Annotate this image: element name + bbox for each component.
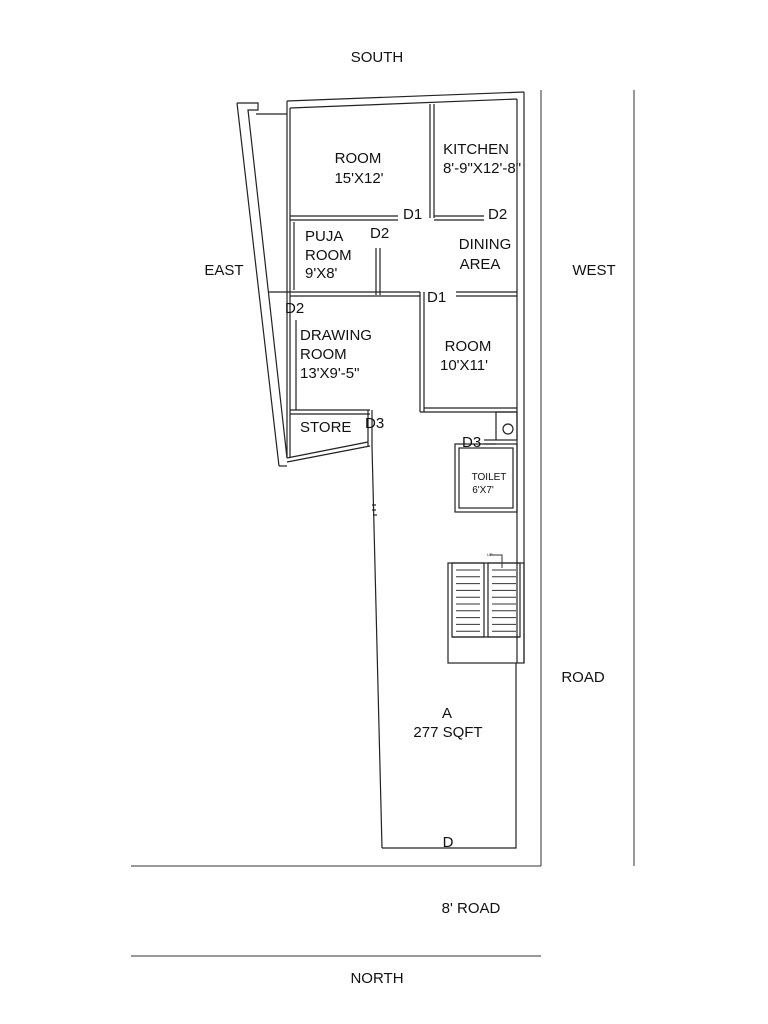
kitchen-name: KITCHEN [443,141,509,158]
door-d3-store: D3 [365,415,384,432]
outer-walls [236,91,525,663]
drawing-name-1: DRAWING [300,327,372,344]
room2-size: 10'X11' [440,357,488,374]
compass-south: SOUTH [351,49,404,66]
toilet-size: 6'X7' [472,485,494,496]
door-d2-drawing: D2 [285,300,304,317]
puja-name-2: ROOM [305,247,352,264]
drawing-size: 13'X9'-5" [300,365,359,382]
open-area-size: 277 SQFT [413,724,482,741]
compass-west: WEST [572,262,615,279]
room2-name: ROOM [445,338,492,355]
open-area-name: A [442,705,452,722]
door-d1-top: D1 [403,206,422,223]
toilet-name: TOILET [472,472,507,483]
kitchen-size: 8'-9"X12'-8" [443,160,521,177]
drawing-name-2: ROOM [300,346,347,363]
dining-name-1: DINING [459,236,512,253]
site-lines [131,90,635,957]
dining-name-2: AREA [460,256,501,273]
door-d2-puja: D2 [370,225,389,242]
door-d1-room2: D1 [427,289,446,306]
side-road-label: ROAD [561,669,605,686]
front-road-label: 8' ROAD [442,900,501,917]
open-area [382,663,517,849]
door-d2-top: D2 [488,206,507,223]
room1-size: 15'X12' [334,170,383,187]
door-d3-toilet: D3 [462,434,481,451]
compass-east: EAST [204,262,243,279]
staircase: UP [447,552,525,664]
store-name: STORE [300,419,351,436]
compass-north: NORTH [350,970,403,987]
puja-name-1: PUJA [305,228,343,245]
stair-up-label: UP [487,552,493,557]
door-d-main: D [443,834,454,851]
puja-size: 9'X8' [305,265,338,282]
room1-name: ROOM [335,150,382,167]
interior-walls [268,104,518,849]
